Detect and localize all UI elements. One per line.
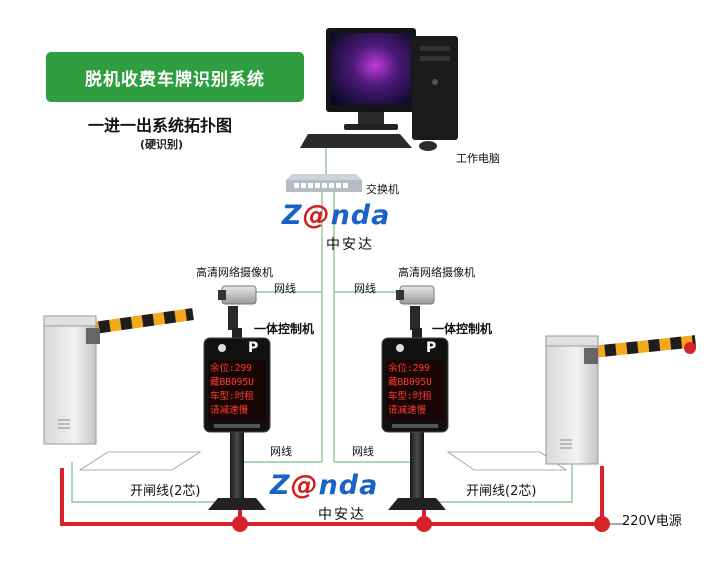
led-badge-left: P [248,340,259,356]
led-line: 余位:299 [210,363,252,374]
camera-right-icon [396,285,435,330]
brand-logo-part: Z [270,470,291,501]
led-badge-right: P [426,340,437,356]
led-display-right [381,337,449,433]
led-line: 藏BB095U [210,377,254,388]
label-computer: 工作电脑 [456,152,500,165]
brand-logo-at: @ [302,200,331,231]
brand-logo-part: nda [318,470,379,501]
power-line [60,466,624,532]
led-line: 车型:时租 [388,391,432,402]
led-text-right: 余位:299 藏BB095U 车型:时租 请减速慢 [388,362,444,418]
led-line: 车型:时租 [210,391,254,402]
label-camera-right: 高清网络摄像机 [398,266,475,279]
diagram-subtitle: 一进一出系统拓扑图 [88,116,233,135]
barrier-gate-left [43,308,194,445]
label-gate-line-left: 开闸线(2芯) [130,484,201,499]
led-display-left [203,337,271,433]
parking-zone-right [446,451,568,471]
label-switch: 交换机 [366,183,399,196]
title-banner: 脱机收费车牌识别系统 [46,52,304,102]
brand-logo-bottom: Z@nda [270,470,378,501]
label-net-ctrl-left: 网线 [270,445,292,458]
led-line: 藏BB095U [388,377,432,388]
brand-cn-bottom: 中安达 [318,507,366,523]
label-camera-left: 高清网络摄像机 [196,266,273,279]
diagram-subnote: (硬识别) [140,138,184,151]
label-controller-left: 一体控制机 [254,322,315,336]
led-line: 请减速慢 [388,405,427,416]
label-gate-line-right: 开闸线(2芯) [466,484,537,499]
brand-cn-top: 中安达 [326,237,374,253]
barrier-gate-right [545,335,697,465]
brand-logo-top: Z@nda [282,200,390,231]
led-text-left: 余位:299 藏BB095U 车型:时租 请减速慢 [210,362,266,418]
led-line: 余位:299 [388,363,430,374]
label-controller-right: 一体控制机 [432,322,493,336]
label-net-cam-left: 网线 [274,282,296,295]
camera-left-icon [218,285,257,330]
brand-logo-part: Z [282,200,303,231]
brand-logo-at: @ [290,470,319,501]
switch-icon [286,174,362,192]
brand-logo-part: nda [330,200,391,231]
parking-zone-left [78,451,202,471]
led-line: 请减速慢 [210,405,249,416]
post-right [388,328,446,510]
label-power: 220V电源 [622,514,682,529]
label-net-ctrl-right: 网线 [352,445,374,458]
label-net-cam-right: 网线 [354,282,376,295]
computer-icon [300,28,458,151]
post-left [208,328,266,510]
